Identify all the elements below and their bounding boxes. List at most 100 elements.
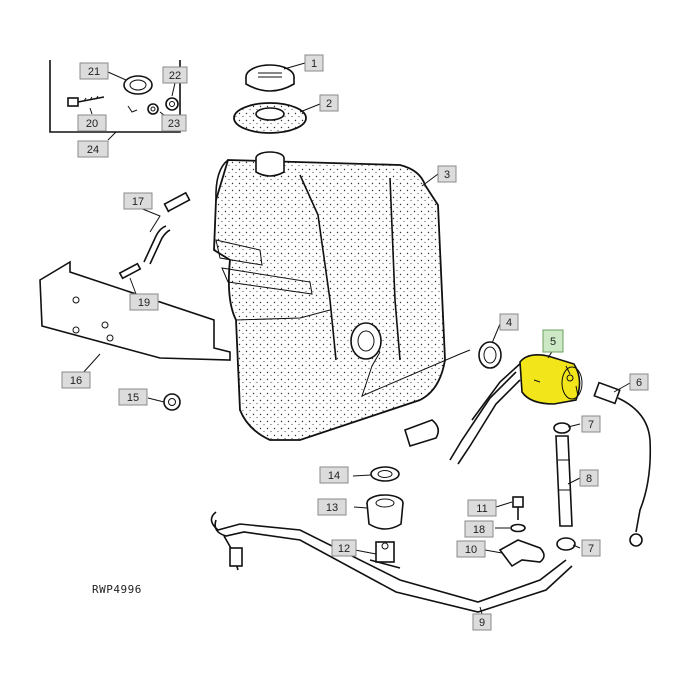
callout-label: 24 [87,144,99,156]
callout-box [77,140,109,158]
callout-label: 8 [586,473,592,485]
cap-gasket [233,102,307,134]
callout-box [467,499,497,517]
line-clamp [498,539,545,568]
callout-label: 4 [506,317,512,329]
callout-label: 11 [476,503,487,515]
callout-label: 7 [588,419,594,431]
callout-label: 21 [88,66,100,78]
callout-box [129,293,159,311]
clamp-washer [510,523,526,533]
hose-clamp-upper [553,422,571,434]
callout-box [581,415,601,433]
callout-box [499,313,519,331]
callout-box [579,469,599,487]
callout-c23: 23 [161,114,187,132]
callout-label: 9 [479,617,485,629]
callout-box [61,371,91,389]
callout-label: 10 [465,544,477,556]
callout-label: 5 [550,336,556,348]
callout-c6: 6 [629,373,649,391]
callout-box [161,114,187,132]
callout-c3: 3 [437,165,457,183]
callout-c5: 5 [542,329,564,353]
callout-label: 22 [169,70,181,82]
vent-hose [143,191,191,265]
callout-label: 18 [473,524,485,536]
fuel-filter [366,494,404,530]
callout-box [629,373,649,391]
drawing-id: RWP4996 [92,583,142,596]
callout-c17: 17 [123,192,153,210]
callout-c13: 13 [317,498,347,516]
callout-box [464,520,494,538]
filler-cap [245,64,295,92]
callout-box [456,540,486,558]
callout-c1: 1 [304,54,324,72]
callout-label: 20 [86,118,98,130]
callout-label: 17 [132,196,144,208]
leader-lines [81,62,631,615]
callout-c20: 20 [77,114,107,132]
callout-box [162,66,188,84]
sender-gasket [478,341,502,369]
callout-box [304,54,324,72]
callout-c21: 21 [79,62,109,80]
callout-c11: 11 [467,499,497,517]
callout-label: 19 [138,297,150,309]
callout-c7b: 7 [581,539,601,557]
callout-label: 12 [338,543,350,555]
callout-box [317,498,347,516]
callout-c2: 2 [319,94,339,112]
callout-box [79,62,109,80]
callout-c22: 22 [162,66,188,84]
callout-c15: 15 [118,388,148,406]
callout-c24: 24 [77,140,109,158]
shutoff-valve [369,541,401,569]
pin [118,262,142,280]
callout-label: 16 [70,375,82,387]
callout-c16: 16 [61,371,91,389]
callout-label: 13 [326,502,338,514]
sender-wire [593,381,652,547]
callout-c14: 14 [319,466,349,484]
fuel-tank [213,151,446,447]
callout-box [319,466,349,484]
callout-label: 15 [127,392,139,404]
outlet-gasket [370,466,400,482]
callout-box [77,114,107,132]
callout-c4: 4 [499,313,519,331]
callout-box [118,388,148,406]
callout-c9: 9 [472,613,492,631]
mounting-bracket [39,260,231,361]
clamp-bolt [512,496,524,520]
callout-label: 23 [168,118,180,130]
hardware-inset [49,60,181,133]
callout-c18: 18 [464,520,494,538]
sender-tubes [449,361,523,465]
callout-c10: 10 [456,540,486,558]
fuel-hose [555,435,573,527]
callout-box [581,539,601,557]
callout-label: 2 [326,98,332,110]
callout-label: 6 [636,377,642,389]
callout-label: 7 [588,543,594,555]
callout-box [437,165,457,183]
callout-box [319,94,339,112]
callout-box [472,613,492,631]
callout-label: 14 [328,470,340,482]
callout-box [542,329,564,353]
bracket-nut [163,393,181,411]
callout-c19: 19 [129,293,159,311]
callout-c8: 8 [579,469,599,487]
callout-label: 3 [444,169,450,181]
callout-box [123,192,153,210]
callout-label: 1 [311,58,317,70]
callout-box [331,539,357,557]
fuel-line [210,511,573,613]
fuel-gauge-sender [519,354,583,405]
callout-c12: 12 [331,539,357,557]
hose-clamp-lower [556,537,576,551]
